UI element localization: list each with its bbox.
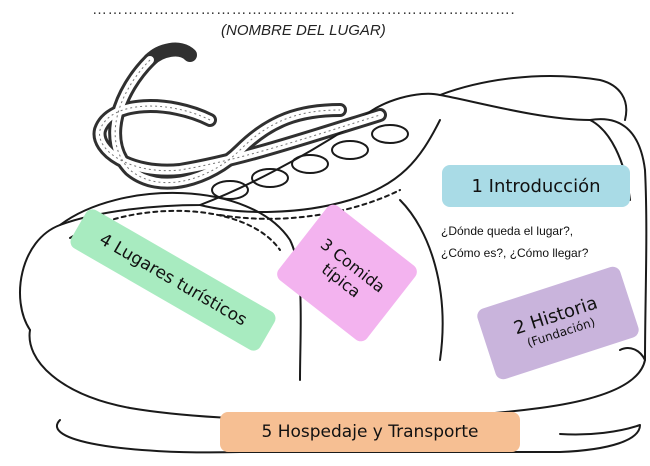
introduccion-question-1: ¿Dónde queda el lugar?, — [441, 224, 574, 238]
vamp-line — [199, 119, 441, 213]
section-introduccion-label: 1 Introducción — [471, 175, 601, 197]
shoe-body-outline — [19, 92, 648, 361]
shoe-collar — [439, 75, 628, 121]
toe-cap — [59, 191, 302, 381]
side-seam — [399, 199, 444, 361]
place-name-label: (NOMBRE DEL LUGAR) — [221, 22, 386, 39]
place-name-blank-line: ………………………………………………………………………. — [92, 1, 516, 18]
section-hospedaje: 5 Hospedaje y Transporte — [220, 412, 520, 452]
stitching — [219, 189, 401, 220]
introduccion-question-2: ¿Cómo es?, ¿Cómo llegar? — [441, 246, 589, 260]
ground-shadow — [56, 419, 641, 454]
section-hospedaje-label: 5 Hospedaje y Transporte — [261, 422, 479, 442]
section-introduccion: 1 Introducción — [442, 165, 630, 207]
